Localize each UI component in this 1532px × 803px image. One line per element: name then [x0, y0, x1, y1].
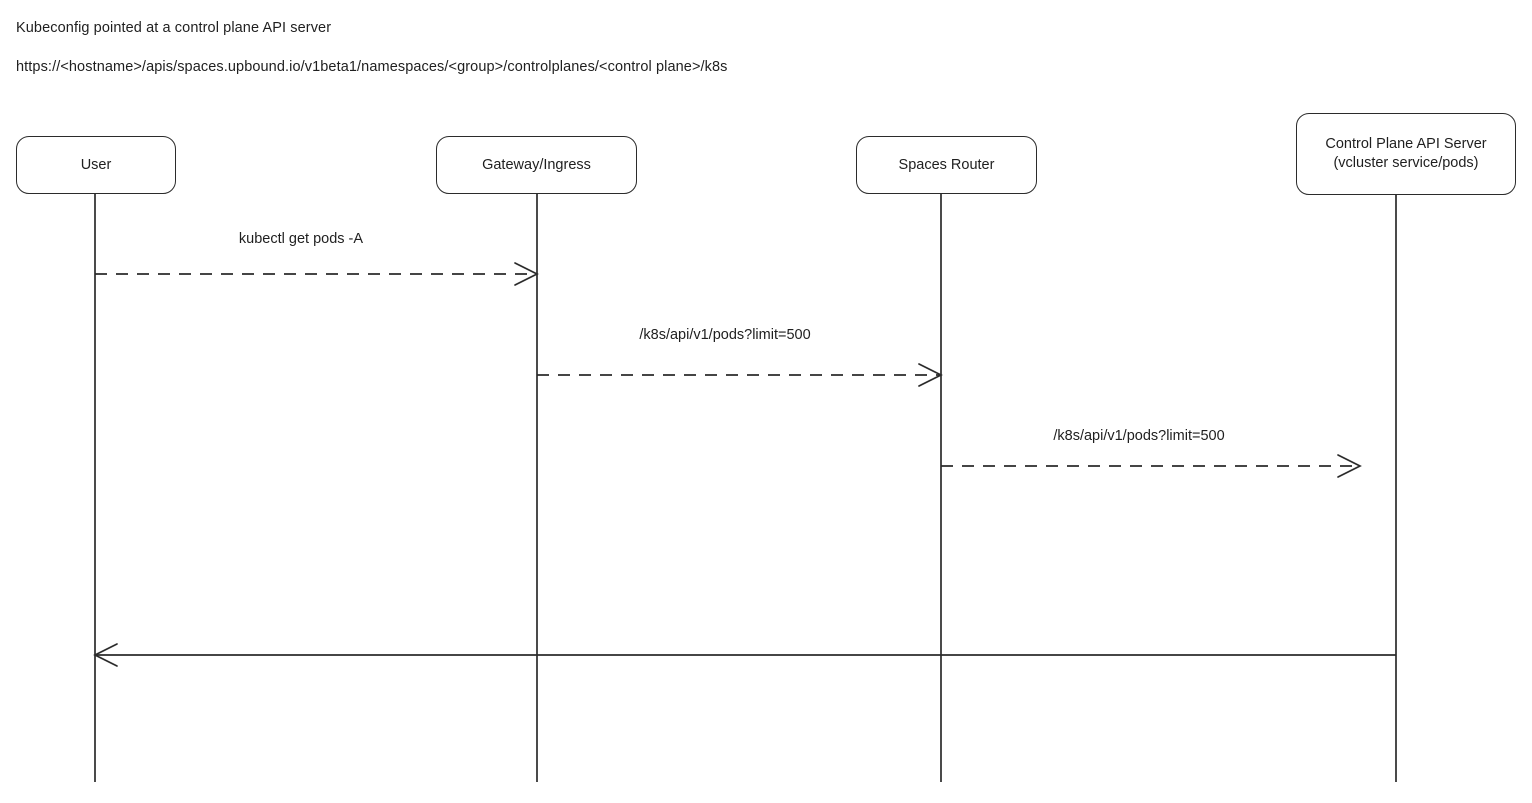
- participant-spaces-router[interactable]: Spaces Router: [856, 136, 1037, 194]
- api-server-url: https://<hostname>/apis/spaces.upbound.i…: [16, 59, 728, 75]
- participant-label: Control Plane API Server (vcluster servi…: [1325, 136, 1487, 171]
- message-label-msg-kubectl-get-pods: kubectl get pods -A: [238, 231, 364, 247]
- message-msg-gateway-to-router[interactable]: [537, 363, 943, 387]
- participant-gateway[interactable]: Gateway/Ingress: [436, 136, 637, 194]
- lifelines-group: [94, 194, 1397, 782]
- message-msg-router-to-apiserver[interactable]: [941, 454, 1362, 478]
- message-label-msg-gateway-to-router: /k8s/api/v1/pods?limit=500: [639, 327, 811, 343]
- participant-label: Spaces Router: [898, 156, 995, 173]
- arrowhead-icon: [514, 262, 539, 286]
- arrowhead-icon: [93, 643, 118, 667]
- participant-user[interactable]: User: [16, 136, 176, 194]
- participant-control-plane-api-server[interactable]: Control Plane API Server (vcluster servi…: [1296, 113, 1516, 195]
- participant-label: Gateway/Ingress: [482, 156, 591, 173]
- page-title: Kubeconfig pointed at a control plane AP…: [16, 20, 332, 36]
- arrowhead-icon: [1337, 454, 1362, 478]
- message-label-msg-router-to-apiserver: /k8s/api/v1/pods?limit=500: [1053, 428, 1225, 444]
- participant-label: User: [80, 156, 112, 173]
- message-msg-response-to-user[interactable]: [93, 643, 1396, 667]
- messages-group: [93, 262, 1396, 667]
- message-msg-kubectl-get-pods[interactable]: [95, 262, 539, 286]
- arrowhead-icon: [918, 363, 943, 387]
